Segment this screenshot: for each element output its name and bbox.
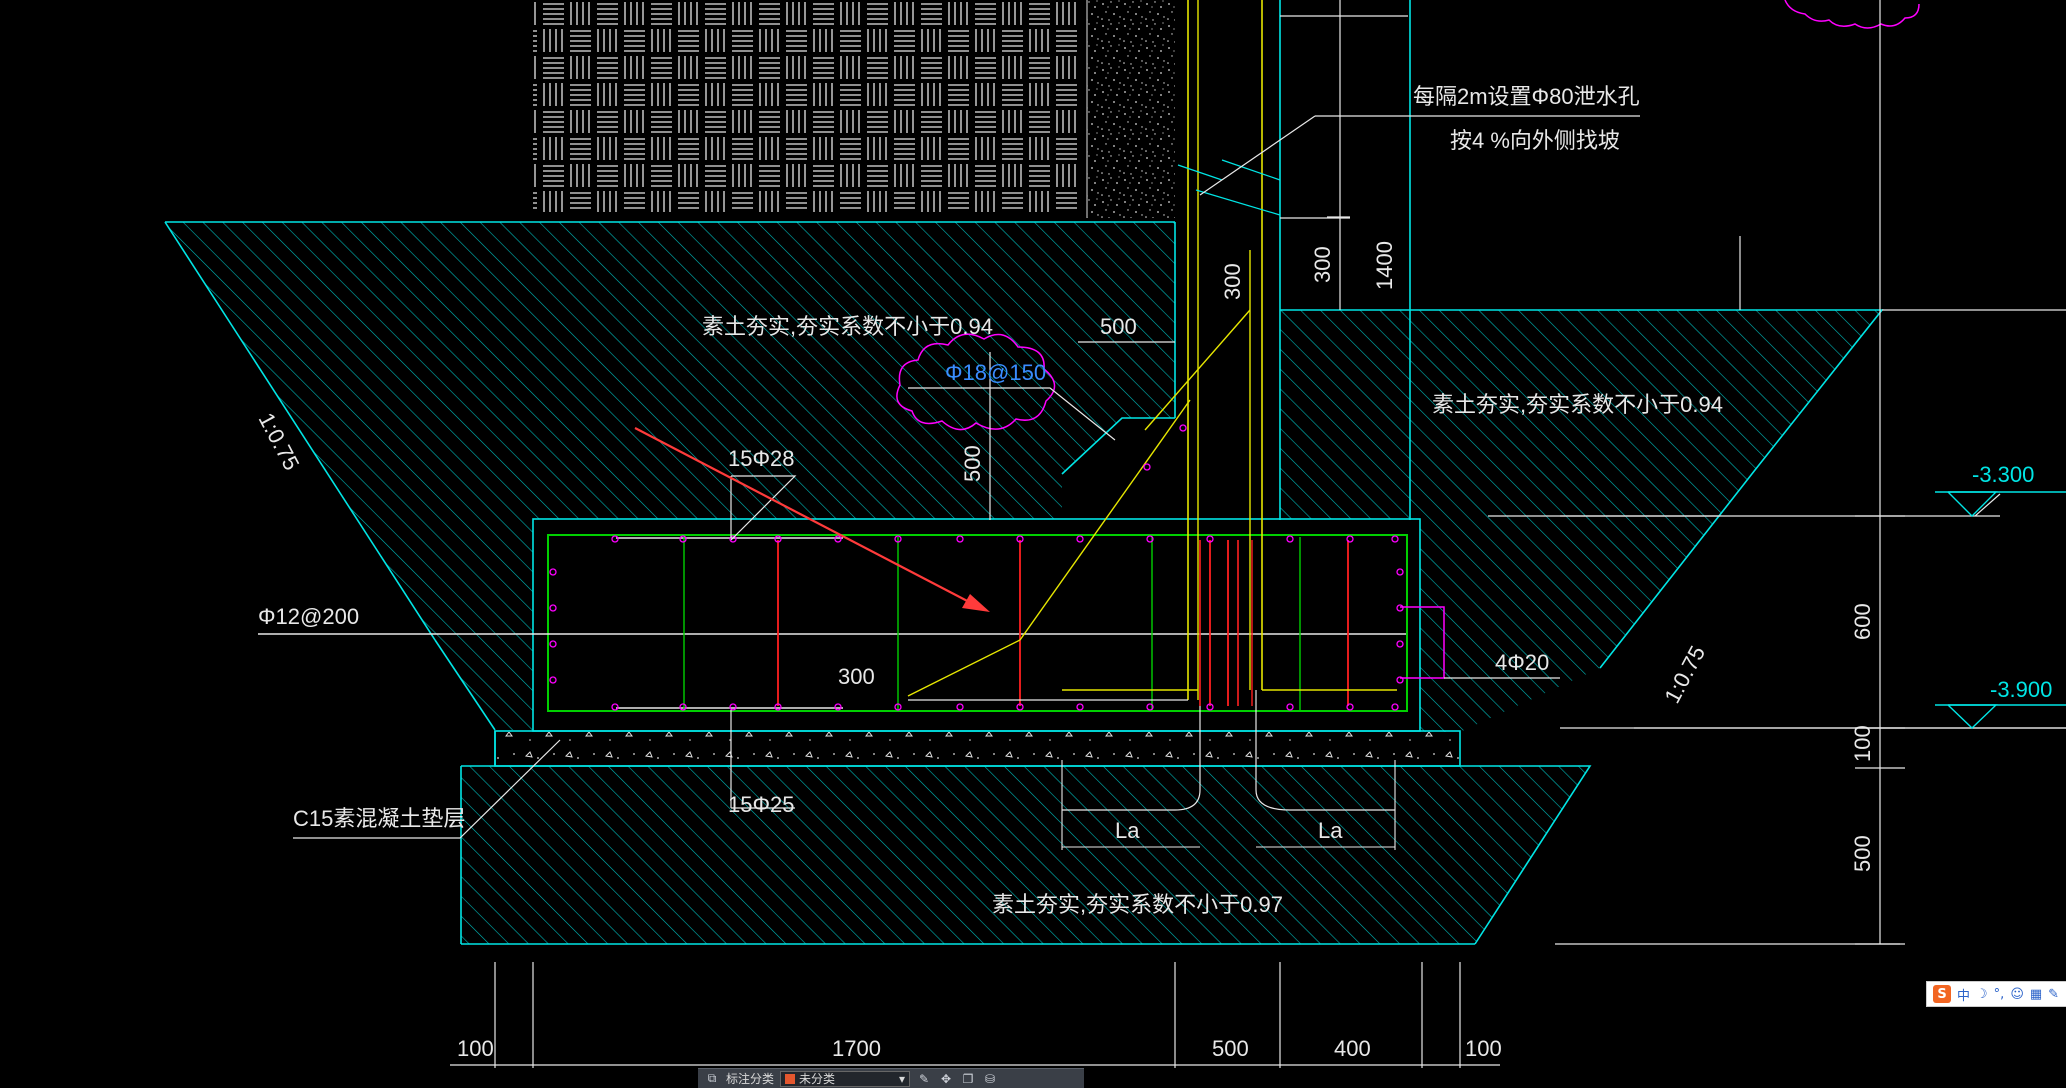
ime-status-bar: S 中 ☽ °, ☺ ▦ ✎	[1926, 981, 2066, 1007]
handwrite-icon[interactable]: ✎	[2048, 986, 2060, 1002]
chevron-down-icon: ▾	[898, 1071, 906, 1086]
pencil-icon[interactable]: ✎	[918, 1071, 930, 1086]
copy-icon[interactable]: ❐	[962, 1071, 974, 1086]
soil-hatch-regions	[165, 222, 1882, 944]
dim-la-left: La	[1115, 818, 1140, 843]
dim-bottom-100-left: 100	[457, 1036, 494, 1061]
dim-1400: 1400	[1372, 241, 1397, 290]
dim-500-top: 500	[1100, 314, 1137, 339]
dim-bottom-400: 400	[1334, 1036, 1371, 1061]
dim-bottom-100-right: 100	[1465, 1036, 1502, 1061]
annotation-arrow	[634, 427, 990, 612]
wall-stem-bars	[907, 0, 1397, 850]
layer-select[interactable]: 未分类 ▾	[780, 1070, 911, 1087]
outline-geometry	[164, 0, 1884, 945]
sogou-logo-icon[interactable]: S	[1933, 985, 1951, 1003]
revision-cloud-rebar	[896, 333, 1056, 431]
side-bars	[1400, 606, 1560, 679]
keyboard-icon[interactable]: ▦	[2029, 986, 2043, 1002]
revision-cloud-top	[1784, 0, 1920, 29]
annotation-toolbar: ⧉ 标注分类 未分类 ▾ ✎ ✥ ❐ ⛁	[698, 1068, 1084, 1088]
emoji-icon[interactable]: ☺	[2010, 986, 2024, 1002]
note-drain-line1: 每隔2m设置Φ80泄水孔	[1413, 84, 1640, 109]
soil-hatch-right	[1280, 310, 1882, 732]
note-compact-bottom: 素土夯实,夯实系数不小于0.97	[992, 892, 1283, 917]
layer-label: 标注分类	[726, 1072, 775, 1086]
layer-color-swatch	[785, 1073, 796, 1084]
note-cushion: C15素混凝土垫层	[293, 806, 465, 831]
elevation-markers	[1935, 491, 2066, 729]
gravel-drain-layer	[1087, 0, 1175, 218]
dim-100-right: 100	[1850, 725, 1875, 762]
c15-cushion-layer	[496, 732, 1459, 765]
soil-hatch-left	[165, 222, 1175, 730]
move-icon[interactable]: ✥	[940, 1071, 952, 1086]
layers-icon[interactable]: ⧉	[707, 1071, 717, 1085]
dim-500-vert: 500	[960, 445, 985, 482]
dim-300-bottom: 300	[838, 664, 875, 689]
clip-icon[interactable]: ⛁	[984, 1071, 996, 1086]
elevation-lower: -3.900	[1990, 677, 2052, 702]
moon-icon[interactable]: ☽	[1976, 986, 1988, 1002]
dim-la-right: La	[1318, 818, 1343, 843]
rebar-dots	[549, 424, 1404, 711]
ime-mode-chinese[interactable]: 中	[1957, 988, 1971, 1004]
footing-cage	[258, 534, 1408, 712]
note-compact-right: 素土夯实,夯实系数不小于0.94	[1432, 392, 1723, 417]
label-top-bars: 15Φ28	[728, 446, 795, 471]
leader-lines	[293, 0, 2066, 1068]
dim-bottom-1700: 1700	[832, 1036, 881, 1061]
label-bottom-bars: 15Φ25	[728, 792, 795, 817]
dim-500-right: 500	[1850, 835, 1875, 872]
label-side-bars: 4Φ20	[1495, 650, 1549, 675]
label-distribution-bars: Φ12@200	[258, 604, 359, 629]
dim-300-right: 300	[1310, 246, 1335, 283]
dim-600: 600	[1850, 603, 1875, 640]
note-compact-left: 素土夯实,夯实系数不小于0.94	[702, 314, 993, 339]
soil-hatch-bottom	[461, 766, 1590, 944]
slope-right: 1:0.75	[1659, 642, 1710, 708]
dim-300-vert: 300	[1220, 263, 1245, 300]
note-drain-line2: 按4 %向外侧找坡	[1450, 128, 1620, 153]
layer-value: 未分类	[799, 1072, 836, 1086]
dim-bottom-500: 500	[1212, 1036, 1249, 1061]
elevation-upper: -3.300	[1972, 462, 2034, 487]
punctuation-icon[interactable]: °,	[1993, 986, 2005, 1002]
label-cloud-bar: Φ18@150	[945, 360, 1046, 385]
masonry-wall	[533, 0, 1083, 212]
